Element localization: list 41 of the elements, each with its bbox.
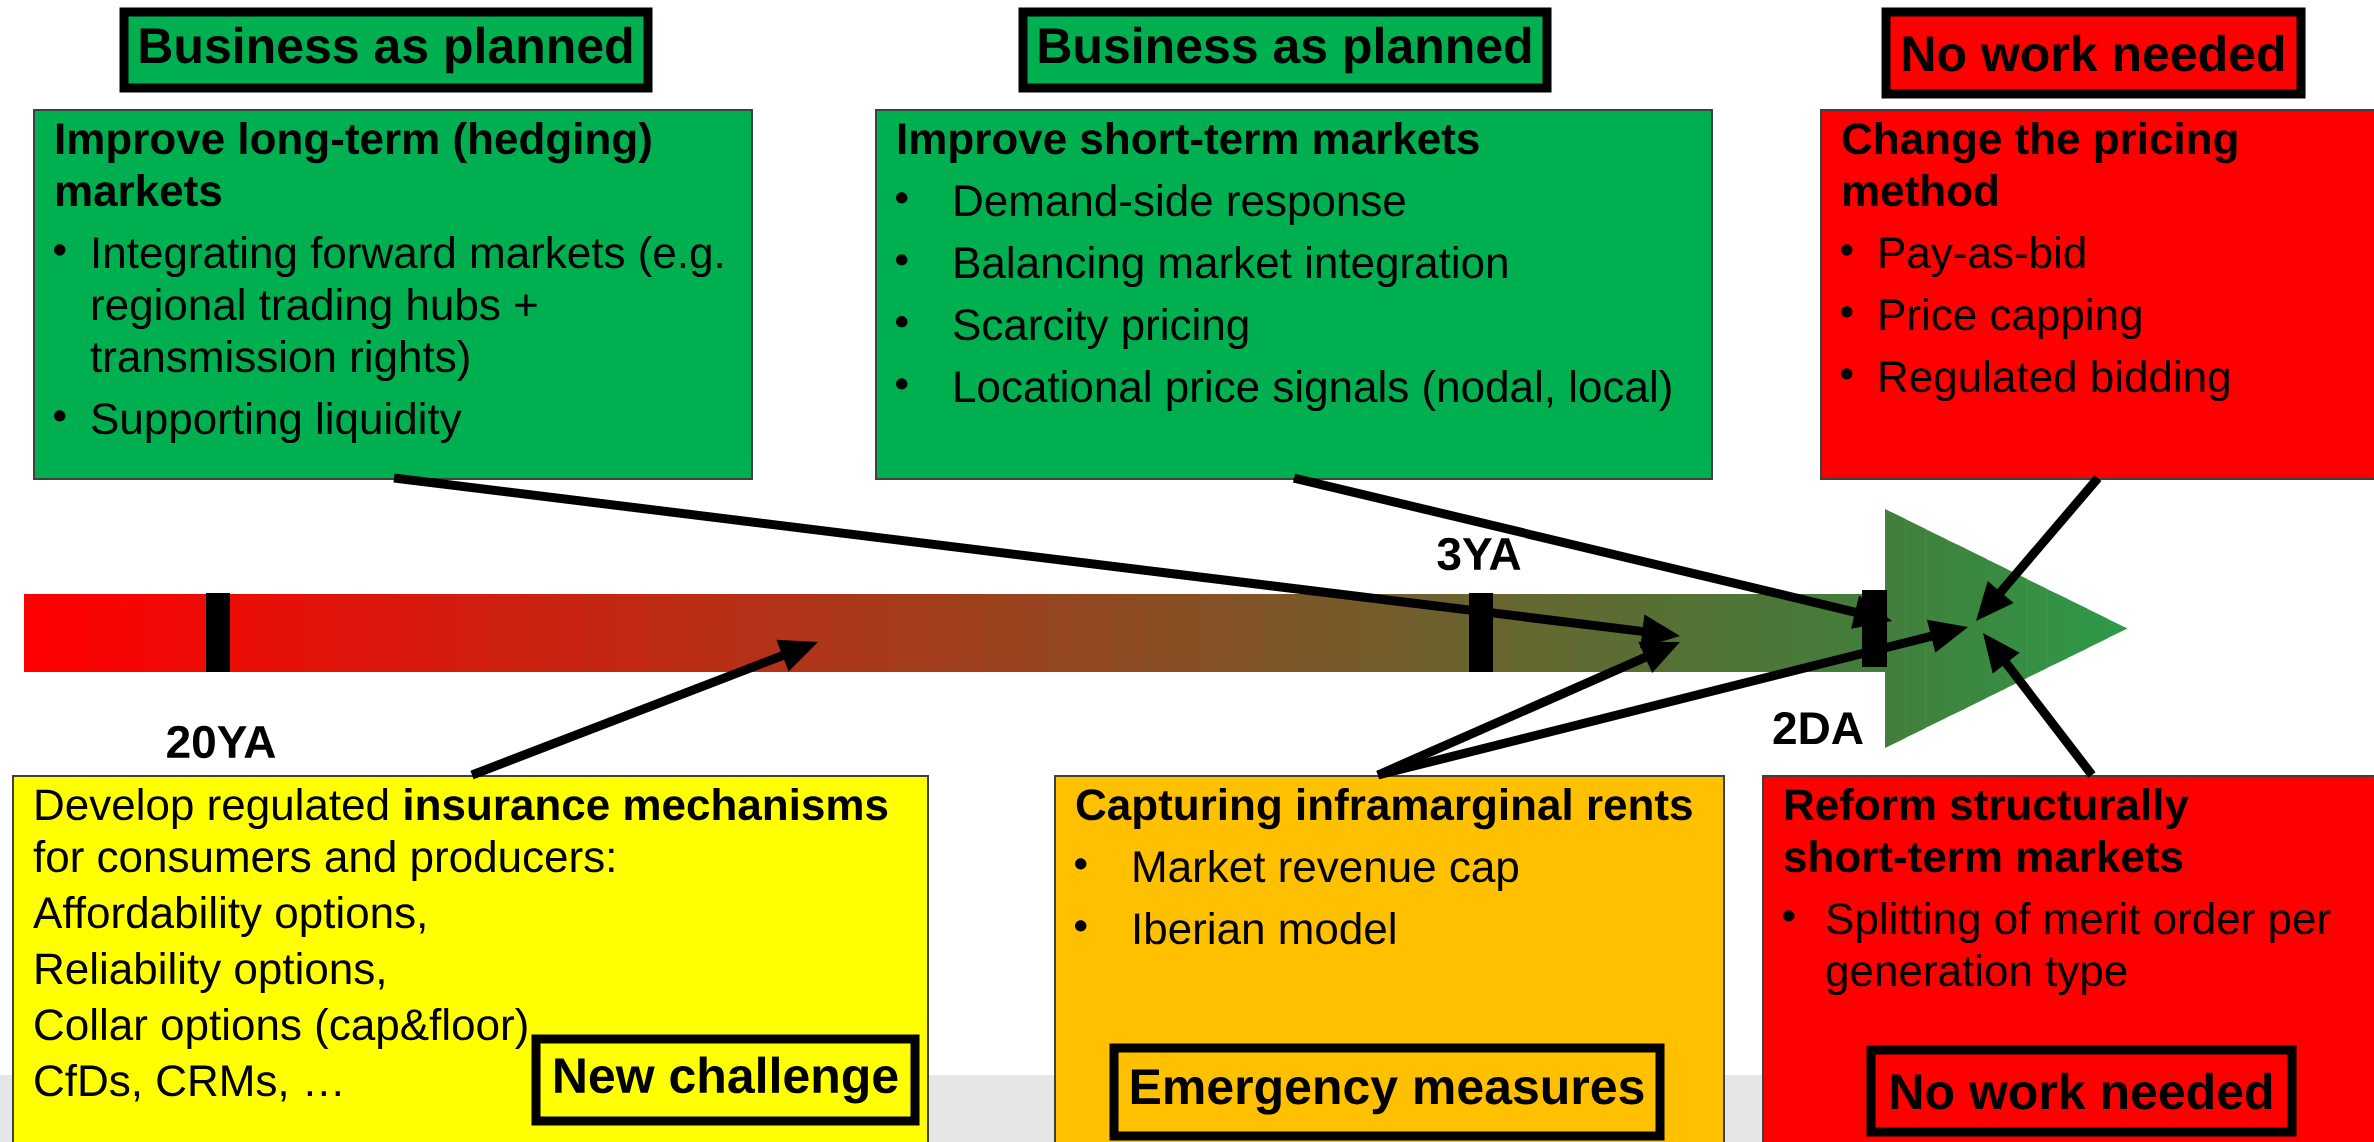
box-heading: Capturing inframarginal rents (1076, 788, 1692, 830)
category-tag: New challenge (531, 1034, 920, 1126)
bullet-item: Demand-side response (896, 184, 1405, 225)
arrow (393, 473, 1680, 649)
arrow (470, 639, 818, 780)
arrow (1976, 475, 2102, 621)
bullet-item: Scarcity pricing (896, 308, 1248, 349)
measure-box (875, 109, 1713, 480)
measure-box (12, 775, 929, 1142)
category-tag: Emergency measures (1109, 1043, 1665, 1141)
arrow (1292, 473, 1892, 629)
bullet-item: Pay-as-bid (1841, 236, 2085, 277)
category-tag: No work needed (1881, 7, 2306, 99)
category-tag: Business as planned (1018, 7, 1552, 93)
box-heading: Change the pricing method (1842, 122, 2237, 207)
arrow (1376, 619, 1968, 780)
tick-label: 3YA (1437, 537, 1521, 571)
bullet-item: Balancing market integration (896, 246, 1507, 287)
box-heading: Reform structurally short-term markets (1784, 788, 2189, 873)
text-line: Develop regulated insurance mechanisms for consumers and producers: (33, 788, 888, 881)
box-heading: Improve short-term markets (898, 122, 1479, 163)
arrow (1983, 633, 2096, 778)
measure-box (33, 109, 753, 480)
bullet-item: Price capping (1841, 298, 2141, 339)
bullet-item: Integrating forward markets (e.g. regional trading hubs + transmission rights) (54, 236, 722, 381)
bullet-item: Market revenue cap (1075, 850, 1518, 891)
text-line: Collar options (cap&floor) (35, 1008, 527, 1049)
bullet-item: Iberian model (1075, 912, 1395, 945)
text-line: Reliability options, (36, 952, 384, 993)
measure-box (1820, 109, 2374, 480)
bullet-item: Locational price signals (nodal, local) (896, 370, 1671, 411)
bullet-item: Splitting of merit order per generation type (1783, 902, 2331, 995)
tick-label: 20YA (167, 725, 276, 759)
box-heading: Improve long-term (hedging) markets (56, 122, 651, 207)
text-line: Affordability options, (33, 896, 425, 937)
text-line: CfDs, CRMs, … (35, 1064, 340, 1102)
bullet-item: Supporting liquidity (54, 402, 462, 443)
category-tag: No work needed (1866, 1045, 2297, 1137)
tick-label: 2DA (1773, 711, 1863, 745)
category-tag: Business as planned (119, 7, 653, 93)
bullet-item: Regulated bidding (1841, 360, 2229, 401)
